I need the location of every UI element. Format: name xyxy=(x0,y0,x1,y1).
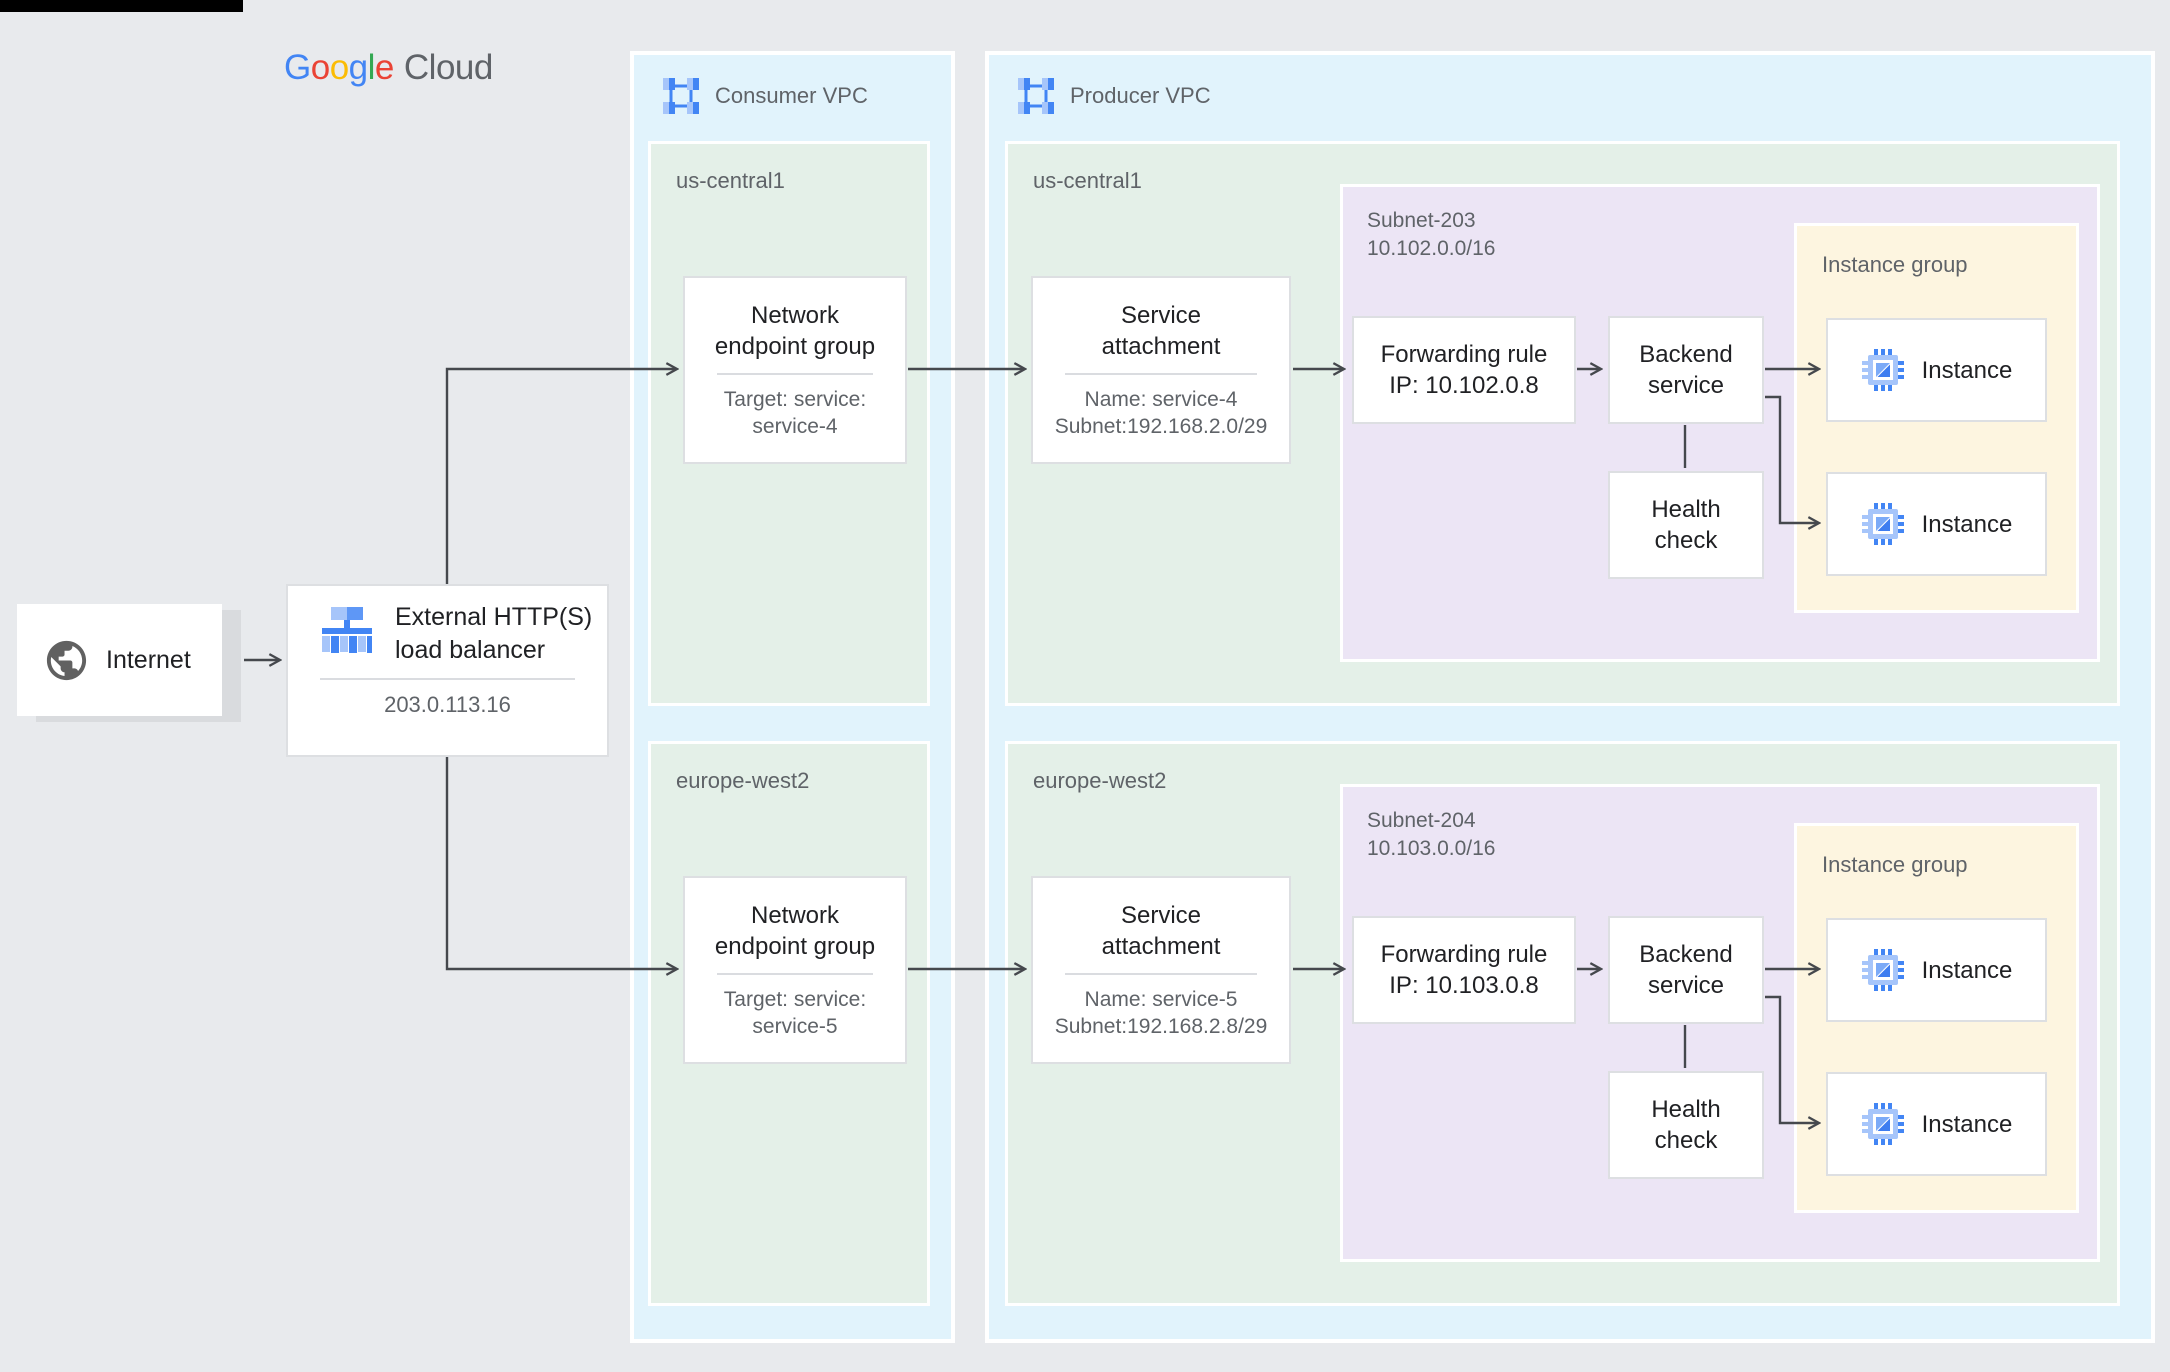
producer-vpc: Producer VPC us-central1 Service attachm… xyxy=(985,51,2155,1343)
health-check-label: Health check xyxy=(1651,496,1721,554)
load-balancer-header: External HTTP(S) load balancer xyxy=(288,601,607,667)
vpc-network-icon xyxy=(1017,77,1055,115)
forwarding-rule-title: Forwarding rule xyxy=(1380,941,1548,968)
logo-letter: l xyxy=(367,48,376,87)
instance-label: Instance xyxy=(1921,356,2013,384)
service-attachment-title: Service attachment xyxy=(1101,302,1221,360)
globe-icon xyxy=(43,637,90,684)
subnet-203: Subnet-203 10.102.0.0/16 Forwarding rule … xyxy=(1340,184,2100,662)
compute-instance-icon xyxy=(1861,948,1905,992)
compute-instance-icon xyxy=(1861,502,1905,546)
consumer-region-europe-west2: europe-west2 Network endpoint group Targ… xyxy=(648,741,930,1306)
neg-target: Target: service: service-5 xyxy=(724,986,866,1040)
neg-target: Target: service: service-4 xyxy=(724,386,866,440)
health-check-node: Health check xyxy=(1608,471,1764,579)
neg-target-line1: Target: service: xyxy=(723,988,867,1011)
service-attachment-name: Name: service-5 xyxy=(1084,988,1238,1011)
logo-letter: g xyxy=(348,48,368,87)
instance-label: Instance xyxy=(1921,510,2013,538)
load-balancer-title: External HTTP(S) load balancer xyxy=(395,603,593,664)
divider xyxy=(1065,973,1257,975)
instance-label: Instance xyxy=(1921,1110,2013,1138)
instance-node: Instance xyxy=(1826,318,2047,422)
region-label: us-central1 xyxy=(676,168,785,193)
load-balancer-ip: 203.0.113.16 xyxy=(384,692,511,717)
region-label: europe-west2 xyxy=(676,768,810,793)
subnet-name: Subnet-203 xyxy=(1367,209,1476,232)
service-attachment-subnet: Subnet:192.168.2.8/29 xyxy=(1054,1015,1268,1038)
subnet-name: Subnet-204 xyxy=(1367,809,1476,832)
neg-title: Network endpoint group xyxy=(714,902,876,960)
divider xyxy=(320,678,575,680)
subnet-label: Subnet-203 10.102.0.0/16 xyxy=(1367,207,1495,263)
divider xyxy=(717,373,873,375)
divider xyxy=(1065,373,1257,375)
internet-node: Internet xyxy=(17,604,222,716)
region-label: europe-west2 xyxy=(1033,768,1167,793)
logo-letter: o xyxy=(310,48,330,87)
load-balancer-node: External HTTP(S) load balancer 203.0.113… xyxy=(286,584,609,757)
compute-instance-icon xyxy=(1861,348,1905,392)
producer-vpc-label: Producer VPC xyxy=(1070,83,1211,108)
backend-service-label: Backend service xyxy=(1639,941,1733,999)
instance-node: Instance xyxy=(1826,472,2047,576)
logo-letter: G xyxy=(284,48,311,87)
instance-group: Instance group Instance Instance xyxy=(1794,823,2079,1213)
backend-service-label: Backend service xyxy=(1639,341,1733,399)
internet-label: Internet xyxy=(106,645,191,674)
forwarding-rule-node: Forwarding rule IP: 10.103.0.8 xyxy=(1352,916,1576,1024)
forwarding-rule-title: Forwarding rule xyxy=(1380,341,1548,368)
subnet-204: Subnet-204 10.103.0.0/16 Forwarding rule … xyxy=(1340,784,2100,1262)
instance-node: Instance xyxy=(1826,1072,2047,1176)
backend-service-node: Backend service xyxy=(1608,316,1764,424)
instance-group-label: Instance group xyxy=(1822,852,1968,877)
neg-target-line2: service-4 xyxy=(752,415,838,438)
consumer-vpc-label: Consumer VPC xyxy=(715,83,868,108)
service-attachment-subnet: Subnet:192.168.2.0/29 xyxy=(1054,415,1268,438)
consumer-vpc: Consumer VPC us-central1 Network endpoin… xyxy=(630,51,955,1343)
neg-target-line2: service-5 xyxy=(752,1015,838,1038)
subnet-cidr: 10.103.0.0/16 xyxy=(1367,837,1496,860)
producer-region-europe-west2: europe-west2 Service attachment Name: se… xyxy=(1005,741,2120,1306)
service-attachment-name: Name: service-4 xyxy=(1084,388,1238,411)
instance-group-label: Instance group xyxy=(1822,252,1968,277)
network-endpoint-group-node: Network endpoint group Target: service: s… xyxy=(683,276,907,464)
logo-letter: o xyxy=(329,48,349,87)
instance-label: Instance xyxy=(1921,956,2013,984)
health-check-node: Health check xyxy=(1608,1071,1764,1179)
producer-region-us-central1: us-central1 Service attachment Name: ser… xyxy=(1005,141,2120,706)
subnet-cidr: 10.102.0.0/16 xyxy=(1367,237,1496,260)
vpc-network-icon xyxy=(662,77,700,115)
health-check-label: Health check xyxy=(1651,1096,1721,1154)
consumer-region-us-central1: us-central1 Network endpoint group Targe… xyxy=(648,141,930,706)
producer-vpc-header: Producer VPC xyxy=(1017,77,1211,115)
divider xyxy=(717,973,873,975)
load-balancer-icon xyxy=(318,607,376,653)
logo-cloud-text: Cloud xyxy=(403,48,493,87)
subnet-label: Subnet-204 10.103.0.0/16 xyxy=(1367,807,1495,863)
instance-node: Instance xyxy=(1826,918,2047,1022)
region-label: us-central1 xyxy=(1033,168,1142,193)
compute-instance-icon xyxy=(1861,1102,1905,1146)
service-attachment-title: Service attachment xyxy=(1101,902,1221,960)
forwarding-rule-node: Forwarding rule IP: 10.102.0.8 xyxy=(1352,316,1576,424)
forwarding-rule-ip: IP: 10.102.0.8 xyxy=(1389,372,1539,399)
consumer-vpc-header: Consumer VPC xyxy=(662,77,868,115)
instance-group: Instance group Instance Instance xyxy=(1794,223,2079,613)
forwarding-rule-ip: IP: 10.103.0.8 xyxy=(1389,972,1539,999)
logo-letter: e xyxy=(374,48,394,87)
neg-title: Network endpoint group xyxy=(714,302,876,360)
top-black-bar xyxy=(0,0,243,12)
network-endpoint-group-node: Network endpoint group Target: service: s… xyxy=(683,876,907,1064)
backend-service-node: Backend service xyxy=(1608,916,1764,1024)
neg-target-line1: Target: service: xyxy=(723,388,867,411)
